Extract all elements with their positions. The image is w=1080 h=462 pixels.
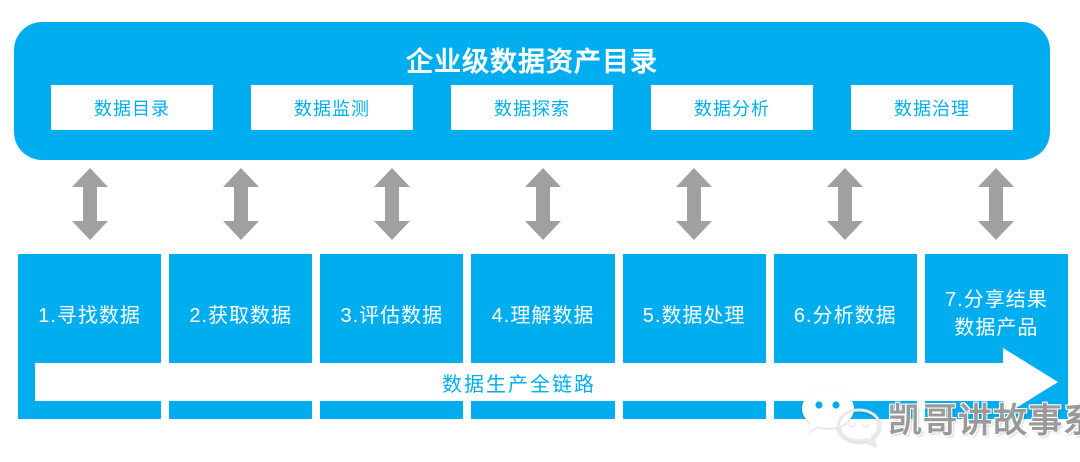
production-chain-label: 数据生产全链路	[442, 373, 596, 396]
step-share-results-line1: 7.分享结果	[945, 289, 1048, 311]
step-share-results-line2: 数据产品	[954, 317, 1039, 339]
wechat-icon	[800, 388, 882, 446]
double-arrow-icon	[925, 168, 1068, 240]
connector-arrows	[18, 168, 1068, 240]
double-arrow-icon	[169, 168, 312, 240]
catalog-panel: 企业级数据资产目录 数据目录 数据监测 数据探索 数据分析 数据治理	[14, 22, 1050, 160]
tab-data-monitor: 数据监测	[251, 85, 413, 130]
watermark-text: 凯哥讲故事系列	[888, 401, 1080, 440]
watermark: 凯哥讲故事系列	[800, 388, 1080, 446]
double-arrow-icon	[623, 168, 766, 240]
double-arrow-icon	[18, 168, 161, 240]
arrow-head-icon	[1003, 348, 1058, 416]
double-arrow-icon	[320, 168, 463, 240]
double-arrow-icon	[774, 168, 917, 240]
capability-tabs: 数据目录 数据监测 数据探索 数据分析 数据治理	[51, 85, 1013, 130]
tab-data-catalog: 数据目录	[51, 85, 213, 130]
double-arrow-icon	[471, 168, 614, 240]
tab-data-analysis: 数据分析	[651, 85, 813, 130]
page-title: 企业级数据资产目录	[406, 47, 658, 77]
tab-data-governance: 数据治理	[851, 85, 1013, 130]
tab-data-explore: 数据探索	[451, 85, 613, 130]
